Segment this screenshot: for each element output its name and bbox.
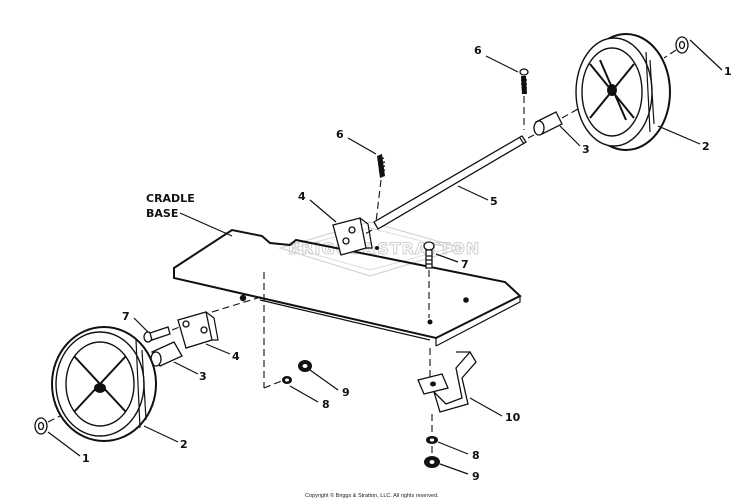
callout-bolt-left: 7 (122, 310, 130, 323)
callout-wheel-right: 2 (702, 140, 710, 153)
axle-rod (373, 135, 527, 230)
washer-left (282, 376, 292, 384)
nut-left (298, 360, 312, 372)
callout-nut-left: 9 (342, 386, 350, 399)
callout-washer-bottom: 8 (472, 449, 480, 462)
wheel-right (575, 33, 671, 151)
nut-bottom (424, 456, 440, 468)
bolt-upper-right (519, 68, 529, 130)
callout-spacer-right: 3 (582, 143, 590, 156)
cradle-label-line2: BASE (146, 207, 178, 220)
callout-nut-bottom: 9 (472, 470, 480, 483)
cradle-base-label: CRADLE BASE (146, 192, 233, 237)
cradle-label-line1: CRADLE (146, 192, 195, 205)
callout-axle: 5 (490, 195, 498, 208)
callout-bolt-upper-right: 6 (474, 44, 482, 57)
callout-wheel-left: 2 (180, 438, 188, 451)
cradle-base-plate (173, 228, 522, 347)
bolt-center (423, 241, 435, 318)
copyright-text: Copyright © Briggs & Stratton, LLC. All … (305, 492, 439, 499)
callout-bracket-top: 4 (298, 190, 306, 203)
spacer-right (533, 111, 563, 136)
spacer-left (150, 341, 183, 367)
watermark-text: BRIGGS&STRATTON (288, 239, 480, 258)
washer-left-wheel (34, 415, 61, 435)
bracket-top (332, 217, 373, 256)
foot-bracket (417, 350, 477, 413)
callout-spacer-left: 3 (199, 370, 207, 383)
callout-washer-right: 1 (724, 65, 732, 78)
callout-washer-left: 8 (322, 398, 330, 411)
bracket-left (177, 311, 219, 349)
leader-lines (47, 39, 723, 475)
callout-bolt-top: 6 (336, 128, 344, 141)
callout-foot: 10 (505, 411, 521, 424)
washer-right (663, 36, 689, 59)
bolt-top (375, 154, 386, 223)
washer-bottom (426, 436, 438, 444)
watermark-logo: BRIGGS&STRATTON (277, 221, 480, 277)
bolt-left (143, 325, 183, 343)
callout-bracket-left: 4 (232, 350, 240, 363)
callout-washer-left-wheel: 1 (82, 452, 90, 465)
callout-bolt-center: 7 (461, 258, 469, 271)
wheel-left (51, 326, 157, 442)
